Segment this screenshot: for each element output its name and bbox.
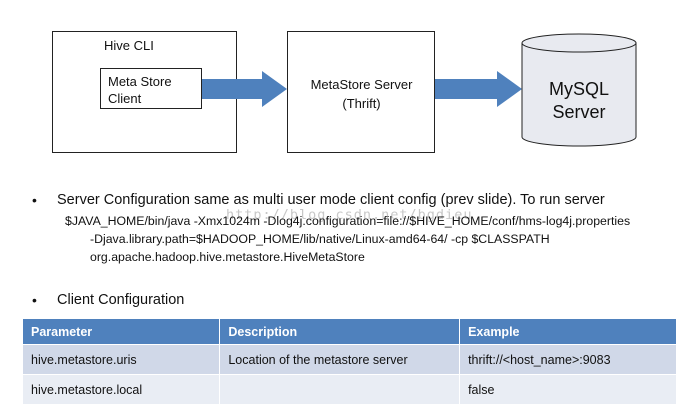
command-line-3: org.apache.hadoop.hive.metastore.HiveMet… bbox=[90, 250, 365, 264]
metastore-client-line1: Meta Store bbox=[108, 74, 172, 89]
column-header-description: Description bbox=[219, 319, 461, 345]
bullet-point: • bbox=[32, 292, 37, 308]
server-config-text: Server Configuration same as multi user … bbox=[57, 192, 605, 208]
table-cell-example: false bbox=[459, 374, 677, 404]
arrow-server-to-db bbox=[435, 71, 522, 107]
table-cell-parameter: hive.metastore.uris bbox=[23, 344, 221, 375]
command-line-2: -Djava.library.path=$HADOOP_HOME/lib/nat… bbox=[90, 232, 550, 246]
table-row: hive.metastore.uris Location of the meta… bbox=[23, 344, 677, 375]
table-cell-description: Location of the metastore server bbox=[219, 344, 461, 375]
column-header-parameter: Parameter bbox=[23, 319, 221, 345]
table-cell-description bbox=[219, 374, 461, 404]
mysql-line1: MySQL bbox=[548, 79, 609, 99]
metastore-client-label: Meta Store Client bbox=[108, 73, 172, 107]
metastore-server-line1: MetaStore Server bbox=[310, 77, 413, 92]
client-config-table: Parameter Description Example hive.metas… bbox=[23, 319, 677, 404]
mysql-database-icon bbox=[521, 33, 637, 147]
mysql-server-label: MySQL Server bbox=[522, 78, 636, 124]
client-config-text: Client Configuration bbox=[57, 292, 185, 308]
command-line-1: $JAVA_HOME/bin/java -Xmx1024m -Dlog4j.co… bbox=[65, 214, 631, 228]
metastore-client-line2: Client bbox=[108, 91, 142, 106]
column-header-example: Example bbox=[459, 319, 677, 345]
mysql-line2: Server bbox=[552, 102, 606, 122]
diagram-shapes bbox=[52, 31, 637, 153]
metastore-server-label: MetaStore Server (Thrift) bbox=[288, 75, 435, 113]
table-header-row: Parameter Description Example bbox=[23, 319, 677, 345]
table-row: hive.metastore.local false bbox=[23, 374, 677, 404]
arrow-client-to-server bbox=[202, 71, 287, 107]
metastore-client-box bbox=[100, 68, 202, 109]
hive-cli-label: Hive CLI bbox=[104, 38, 154, 53]
metastore-server-line2: (Thrift) bbox=[342, 96, 381, 111]
architecture-diagram: Hive CLI Meta Store Client MetaStore Ser… bbox=[0, 0, 700, 180]
bullet-point: • bbox=[32, 192, 37, 208]
watermark: http://blog.csdn.net/bgdieu bbox=[226, 207, 473, 223]
metastore-server-box bbox=[287, 31, 435, 153]
table-cell-example: thrift://<host_name>:9083 bbox=[459, 344, 677, 375]
table-cell-parameter: hive.metastore.local bbox=[23, 374, 221, 404]
